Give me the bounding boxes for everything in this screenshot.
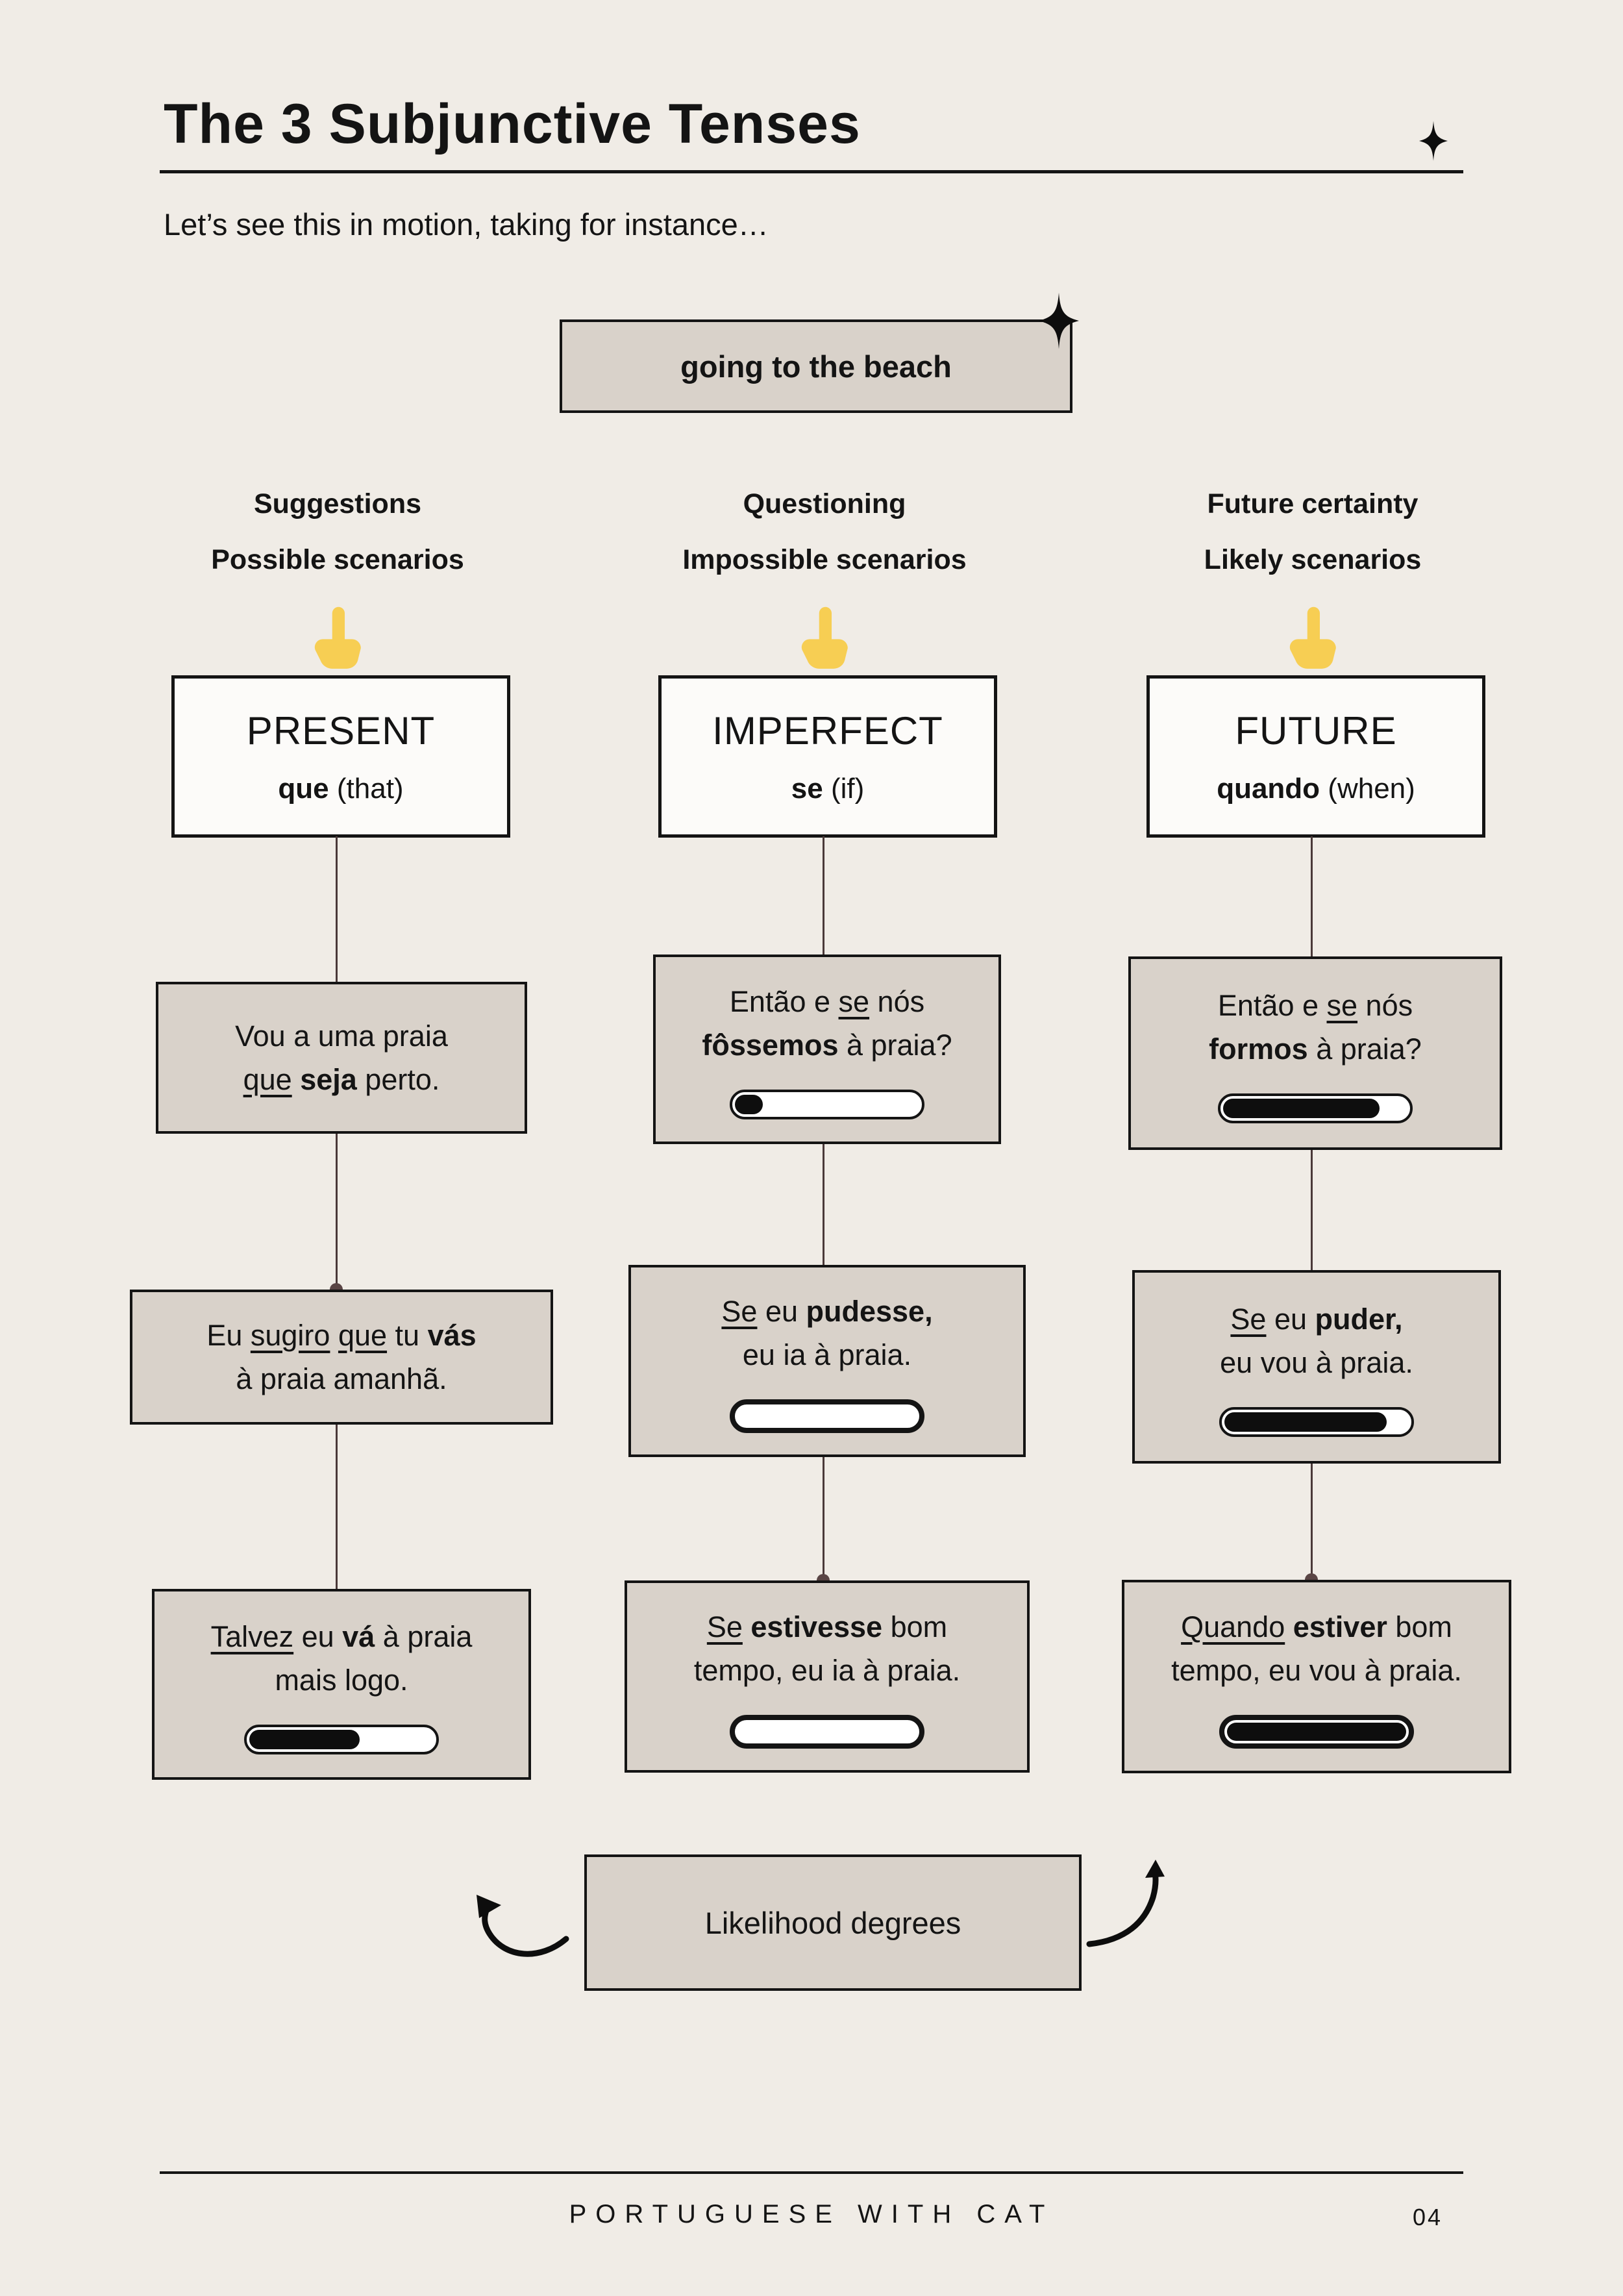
connector-line	[336, 1129, 338, 1290]
title-underline	[160, 170, 1463, 173]
likelihood-progress-bar	[730, 1714, 924, 1749]
example-card: Vou a uma praia que seja perto.	[156, 982, 527, 1134]
tense-box-present: PRESENT que (that)	[171, 675, 510, 838]
likelihood-progress-bar	[244, 1724, 439, 1754]
example-card: Se estivesse bom tempo, eu ia à praia.	[625, 1580, 1030, 1773]
footer-divider	[160, 2171, 1463, 2174]
topic-box: going to the beach	[560, 319, 1072, 413]
likelihood-progress-bar	[1218, 1093, 1413, 1123]
likelihood-legend-box: Likelihood degrees	[584, 1854, 1082, 1991]
progress-fill	[1224, 1412, 1387, 1432]
tense-box-future: FUTURE quando (when)	[1146, 675, 1485, 838]
trigger-gloss: (when)	[1328, 772, 1415, 805]
example-card: Então e se nós fôssemos à praia?	[653, 955, 1001, 1144]
progress-fill	[1227, 1722, 1406, 1741]
column1-header-line1: Suggestions	[253, 488, 422, 519]
likelihood-progress-bar	[1219, 1714, 1414, 1749]
curved-arrow-right-icon	[1086, 1860, 1165, 1947]
example-card: Quando estiver bom tempo, eu vou à praia…	[1122, 1580, 1511, 1773]
column2-header-line2: Impossible scenarios	[682, 544, 967, 575]
progress-fill	[1223, 1098, 1380, 1118]
trigger-word: que	[278, 772, 329, 805]
tense-trigger: se (if)	[791, 773, 865, 805]
progress-fill	[735, 1094, 763, 1114]
connector-line	[823, 1452, 824, 1580]
sparkle-icon	[1039, 292, 1079, 349]
example-card: Então e se nós formos à praia?	[1128, 956, 1502, 1150]
tense-trigger: que (that)	[278, 773, 403, 805]
connector-line	[823, 836, 824, 955]
example-sentence: Vou a uma praia que seja perto.	[235, 1019, 448, 1097]
example-sentence: Quando estiver bom tempo, eu vou à praia…	[1171, 1610, 1462, 1688]
tense-name: IMPERFECT	[712, 708, 943, 753]
example-sentence: Eu sugiro que tu vás à praia amanhã.	[206, 1318, 477, 1396]
likelihood-label: Likelihood degrees	[704, 1905, 961, 1940]
connector-line	[1311, 1145, 1313, 1270]
connector-line	[823, 1139, 824, 1265]
column3-header-line2: Likely scenarios	[1204, 544, 1422, 575]
curved-arrow-left-icon	[477, 1895, 569, 1957]
page-number: 04	[1413, 2204, 1443, 2230]
example-sentence: Se eu puder, eu vou à praia.	[1220, 1302, 1413, 1380]
sparkle-icon	[1419, 121, 1448, 161]
example-sentence: Então e se nós formos à praia?	[1209, 988, 1422, 1066]
example-sentence: Então e se nós fôssemos à praia?	[702, 984, 952, 1062]
example-sentence: Se eu pudesse, eu ia à praia.	[721, 1294, 933, 1372]
tense-name: FUTURE	[1235, 708, 1397, 753]
example-card: Talvez eu vá à praia mais logo.	[152, 1589, 531, 1780]
pointing-up-hand-icon	[1289, 606, 1336, 669]
tense-name: PRESENT	[246, 708, 436, 753]
likelihood-progress-bar	[730, 1399, 924, 1433]
trigger-word: se	[791, 772, 823, 805]
page-title: The 3 Subjunctive Tenses	[164, 93, 861, 155]
trigger-word: quando	[1217, 772, 1320, 805]
example-card: Se eu pudesse, eu ia à praia.	[628, 1265, 1026, 1457]
column1-header-line2: Possible scenarios	[211, 544, 464, 575]
connector-line	[1311, 1458, 1313, 1580]
example-card: Se eu puder, eu vou à praia.	[1132, 1270, 1501, 1464]
example-sentence: Talvez eu vá à praia mais logo.	[210, 1619, 473, 1697]
trigger-gloss: (if)	[830, 772, 865, 805]
tense-trigger: quando (when)	[1217, 773, 1415, 805]
progress-fill	[249, 1729, 360, 1749]
connector-line	[336, 1419, 338, 1589]
likelihood-progress-bar	[730, 1089, 924, 1119]
intro-text: Let’s see this in motion, taking for ins…	[164, 207, 769, 242]
column2-header-line1: Questioning	[743, 488, 906, 519]
connector-line	[1311, 836, 1313, 956]
column3-header-line1: Future certainty	[1207, 488, 1419, 519]
topic-label: going to the beach	[680, 349, 952, 384]
pointing-up-hand-icon	[314, 606, 361, 669]
example-card: Eu sugiro que tu vás à praia amanhã.	[130, 1290, 553, 1425]
connector-line	[336, 836, 338, 982]
trigger-gloss: (that)	[336, 772, 404, 805]
brand-name: PORTUGUESE WITH CAT	[569, 2200, 1054, 2228]
tense-box-imperfect: IMPERFECT se (if)	[658, 675, 997, 838]
example-sentence: Se estivesse bom tempo, eu ia à praia.	[693, 1610, 961, 1688]
likelihood-progress-bar	[1219, 1406, 1414, 1437]
pointing-up-hand-icon	[801, 606, 848, 669]
